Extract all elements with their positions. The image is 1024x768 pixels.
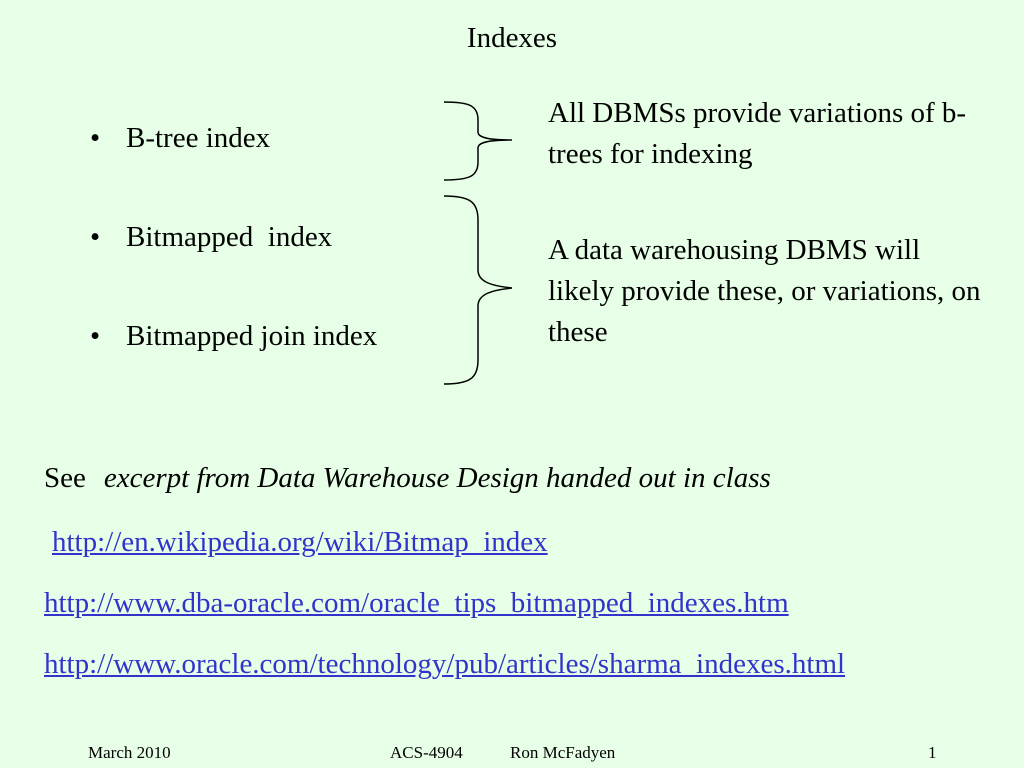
- bullet-item-bitmapped: • Bitmapped index: [90, 221, 332, 254]
- footer-course: ACS-4904: [390, 743, 463, 762]
- slide-title: Indexes: [466, 22, 558, 54]
- see-reference: See excerpt from Data Warehouse Design ha…: [44, 462, 771, 495]
- brace-top: [443, 101, 513, 181]
- see-text: excerpt from Data Warehouse Design hande…: [103, 462, 771, 494]
- see-prefix: See: [44, 462, 86, 494]
- note-warehouse: A data warehousing DBMS will likely prov…: [548, 234, 981, 348]
- bullet-marker: •: [90, 320, 101, 352]
- bullet-item-btree: • B-tree index: [90, 122, 270, 155]
- footer-page-number: 1: [928, 743, 937, 762]
- link-wikipedia-bitmap-index[interactable]: http://en.wikipedia.org/wiki/Bitmap_inde…: [52, 526, 548, 558]
- bullet-item-bitmapped-join: • Bitmapped join index: [90, 320, 377, 353]
- bullet-marker: •: [90, 221, 101, 253]
- link-dba-oracle-bitmapped-indexes[interactable]: http://www.dba-oracle.com/oracle_tips_bi…: [44, 587, 789, 619]
- footer-author: Ron McFadyen: [510, 743, 616, 762]
- bullet-text: B-tree index: [126, 122, 271, 154]
- link-oracle-sharma-indexes[interactable]: http://www.oracle.com/technology/pub/art…: [44, 648, 846, 680]
- note-btree: All DBMSs provide variations of b-trees …: [548, 97, 967, 170]
- footer-date: March 2010: [88, 743, 171, 762]
- bullet-text: Bitmapped join index: [126, 320, 378, 352]
- bullet-text: Bitmapped index: [126, 221, 333, 253]
- brace-bottom: [443, 195, 513, 385]
- bullet-marker: •: [90, 122, 101, 154]
